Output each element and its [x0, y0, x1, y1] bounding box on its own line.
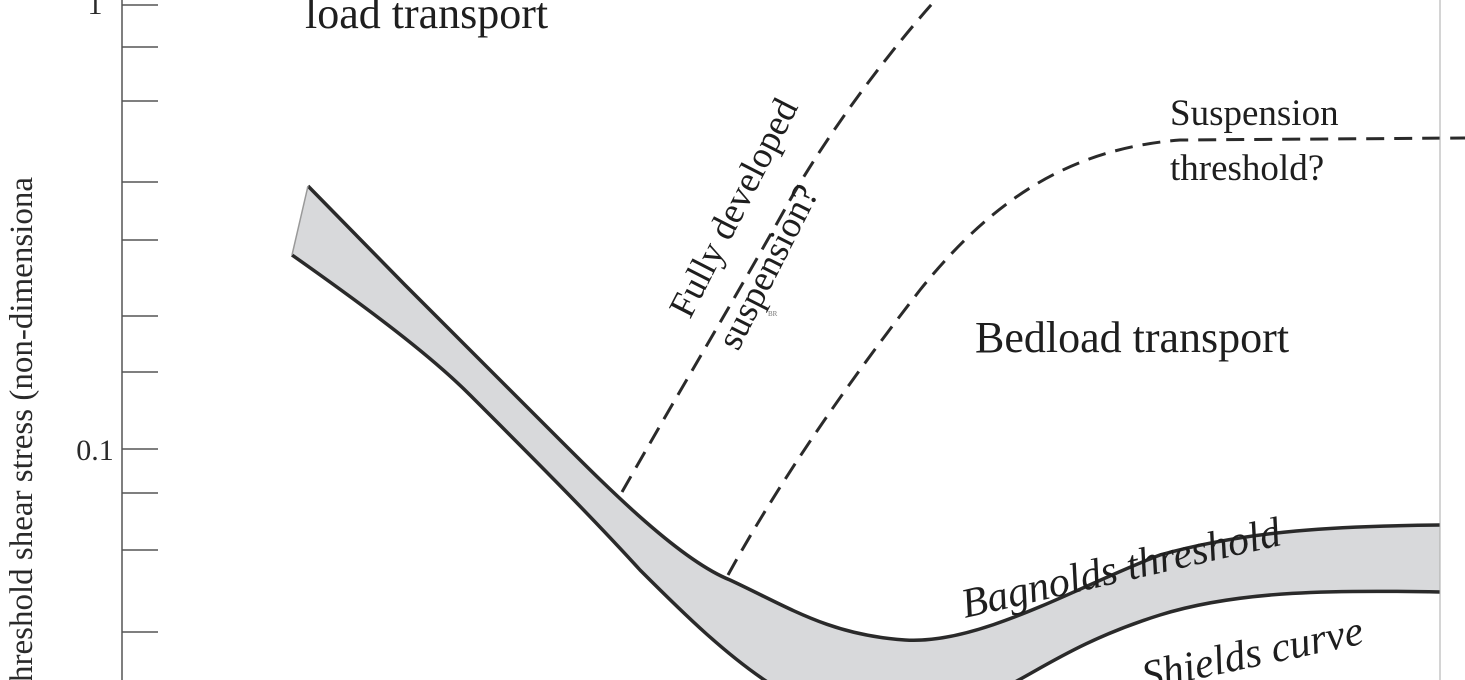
y-axis — [121, 0, 158, 680]
watermark: BR — [768, 310, 778, 318]
threshold-question-label: threshold? — [1170, 148, 1324, 189]
shields-curve-label: Shields curve — [1138, 608, 1368, 680]
y-axis-label: hreshold shear stress (non-dimensiona — [4, 177, 40, 680]
bagnolds-threshold-line — [306, 184, 1441, 642]
load-transport-label: load transport — [305, 0, 548, 38]
y-tick-label-0.1: 0.1 — [76, 434, 114, 467]
bedload-transport-label: Bedload transport — [975, 313, 1289, 362]
suspension-threshold-line — [726, 136, 1465, 576]
threshold-band — [292, 186, 1440, 680]
suspension-label: Suspension — [1170, 93, 1339, 134]
y-tick-label-1: 1 — [88, 0, 103, 21]
band-cap — [291, 185, 309, 256]
shields-curve-line — [290, 253, 1441, 680]
fully-developed-suspension-line — [620, 0, 938, 493]
